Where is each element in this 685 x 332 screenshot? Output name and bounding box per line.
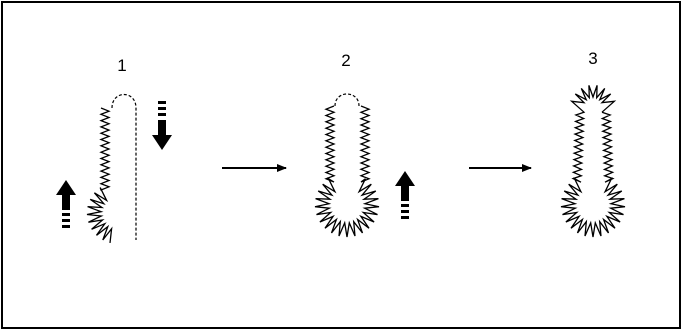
step-3-label: 3 (588, 49, 598, 68)
downward-sewing-arrow (152, 101, 172, 150)
left-side-stitching (86, 107, 113, 243)
finished-buttonhole-stitching (560, 85, 626, 238)
remaining-outline-dashed (111, 93, 137, 240)
step-3-figure (560, 85, 626, 238)
top-bar-dashed (334, 93, 360, 107)
step-1-label: 1 (117, 56, 127, 75)
step-2-label: 2 (341, 51, 351, 70)
step-2-figure (314, 93, 415, 238)
step-1-figure (56, 93, 172, 243)
upward-sewing-arrow (56, 180, 76, 228)
buttonhole-stitching (314, 105, 380, 238)
upward-sewing-arrow (395, 171, 415, 219)
